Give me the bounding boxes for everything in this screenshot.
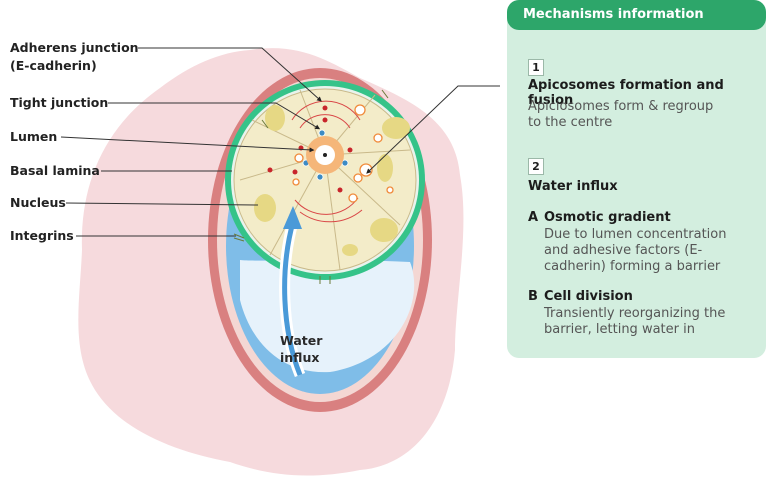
label-basal-lamina: Basal lamina [10,163,100,178]
epithelial-cells [233,88,417,272]
apical-arcs [291,100,363,223]
integrin-clusters [233,89,389,284]
section-2-title: Water influx [528,179,618,194]
lumen [306,136,344,174]
label-nucleus: Nucleus [10,195,66,210]
item-b: B Cell division [528,285,758,304]
panel-header: Mechanisms information [507,0,766,30]
label-adherens-sub: (E-cadherin) [10,58,97,73]
label-tight-junction: Tight junction [10,95,108,110]
label-influx: influx [280,350,319,365]
label-integrins: Integrins [10,228,74,243]
label-lumen: Lumen [10,129,57,144]
item-a-title: Osmotic gradient [544,210,671,225]
item-a-letter: A [528,210,539,225]
section-2: 2 [528,155,758,175]
epiblast-diagram: Adherens junction (E-cadherin) Tight jun… [10,40,500,476]
item-b-title: Cell division [544,289,633,304]
section-2-number: 2 [528,158,544,175]
leader-lines [60,47,500,237]
item-b-letter: B [528,289,538,304]
nucleus-1 [254,194,276,222]
section-1-text: Apiciosomes form & regroup to the centre [528,99,714,130]
water-arrow-head [283,206,302,229]
section-1-number: 1 [528,59,544,76]
mechanisms-panel: Mechanisms information 1 Apicosomes form… [507,0,766,358]
nuclei [254,105,410,256]
item-b-text: Transiently reorganizing the barrier, le… [544,306,726,337]
apicosomes [292,104,394,203]
label-adherens-junction: Adherens junction [10,40,139,55]
section-1: 1 [528,56,758,76]
section-1-title: Apicosomes formation and fusion [528,78,724,108]
label-water: Water [280,333,323,348]
item-a: A Osmotic gradient [528,206,758,225]
item-a-text: Due to lumen concentration and adhesive … [544,227,727,274]
